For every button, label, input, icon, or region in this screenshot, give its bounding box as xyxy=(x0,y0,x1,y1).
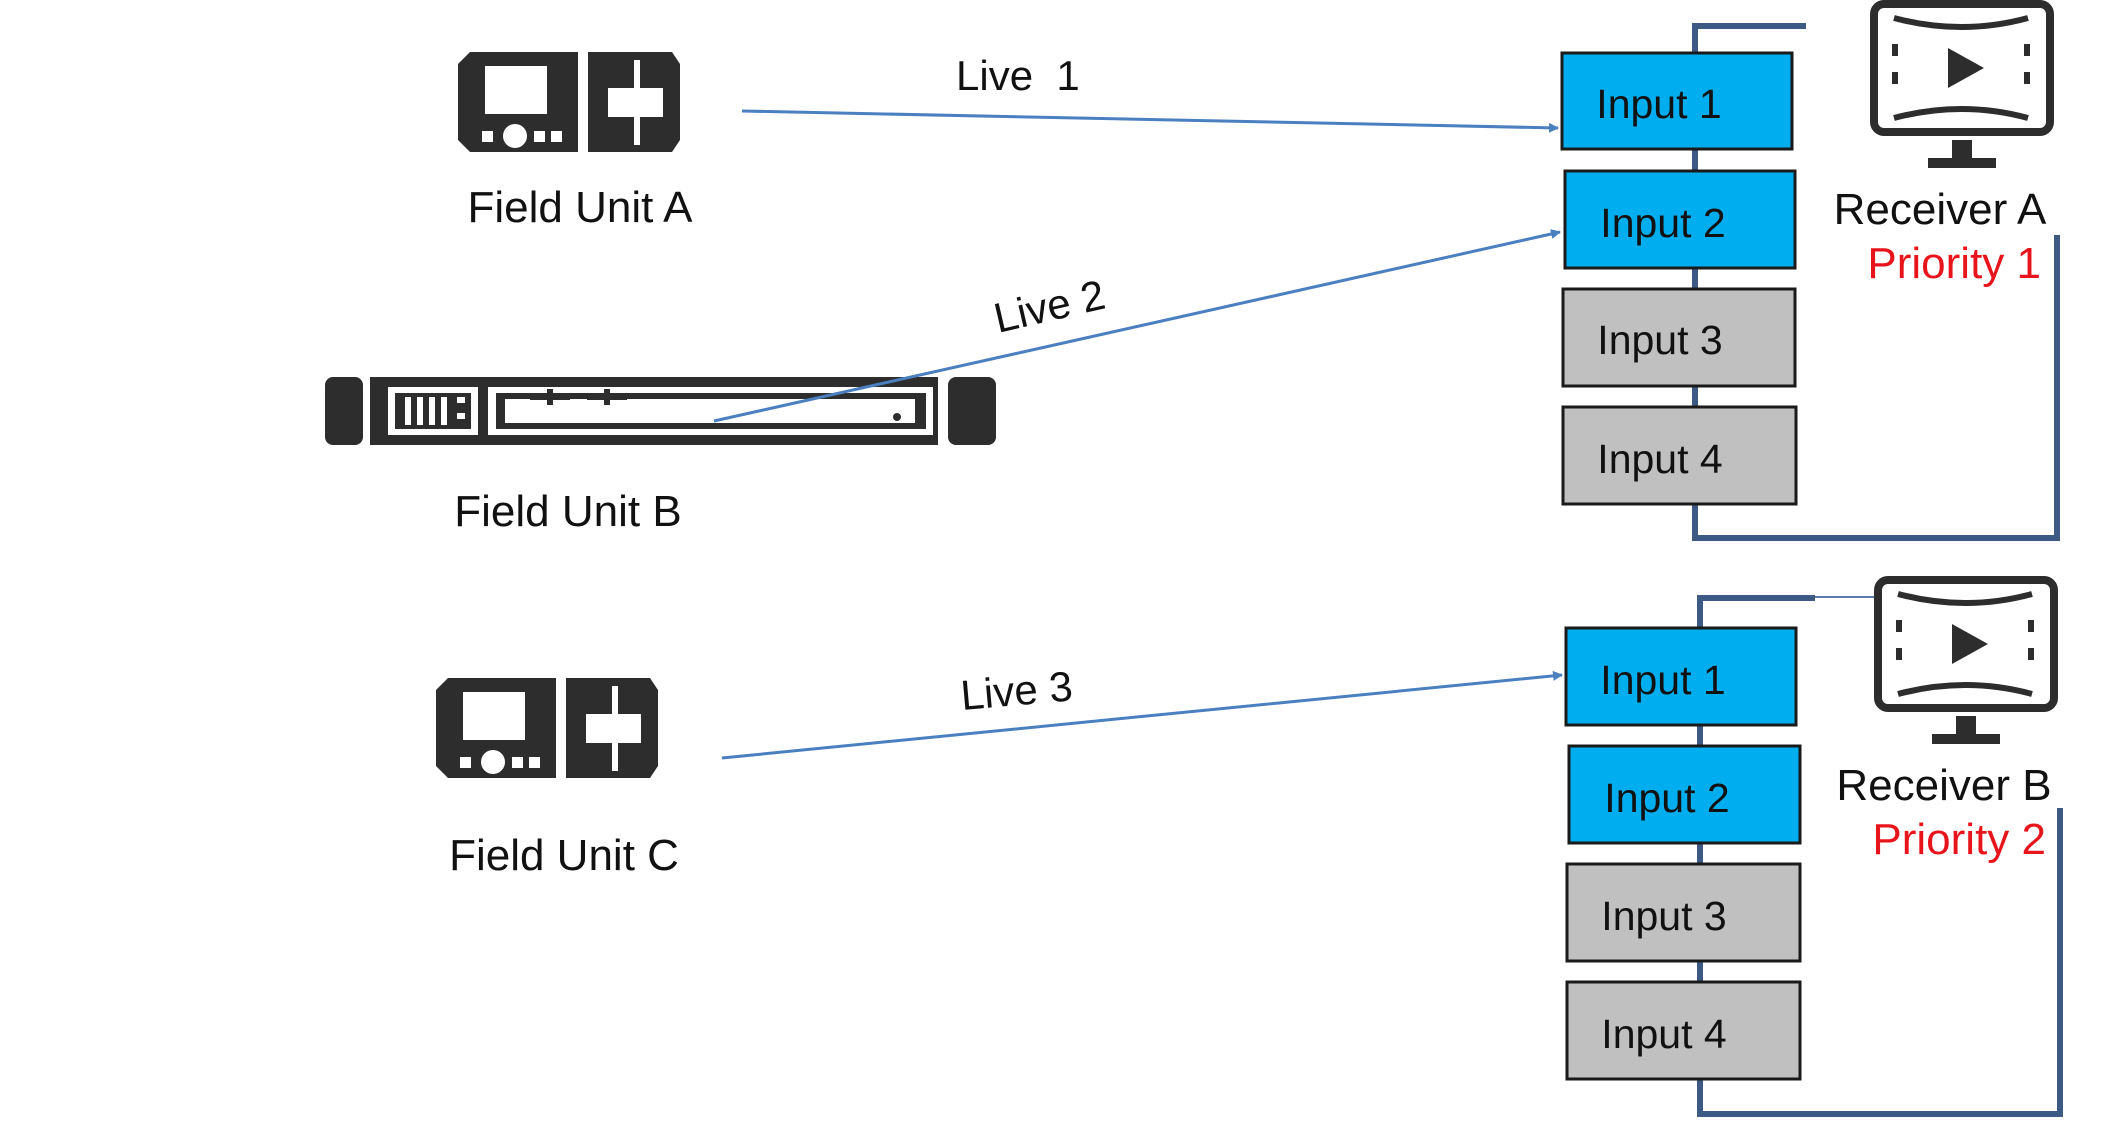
receiver-b-input-3: Input 3 xyxy=(1565,862,1802,963)
input-label: Input 3 xyxy=(1597,317,1722,363)
monitor-play-icon xyxy=(1870,0,2054,168)
field-unit-a: Field Unit A xyxy=(458,52,693,232)
live-1-label: Live 1 xyxy=(956,52,1080,99)
link-live-1: Live 1 xyxy=(741,52,1559,133)
field-unit-a-label: Field Unit A xyxy=(468,183,694,232)
link-live-3: Live 3 xyxy=(721,662,1563,760)
live-2-arrow xyxy=(713,229,1561,423)
encoder-unit-icon xyxy=(458,52,680,152)
live-1-arrow xyxy=(741,109,1559,133)
receiver-b-input-1: Input 1 xyxy=(1564,626,1798,727)
live-3-label: Live 3 xyxy=(959,662,1075,719)
input-label: Input 4 xyxy=(1601,1011,1726,1057)
field-unit-c: Field Unit C xyxy=(436,678,679,880)
receiver-a-label: Receiver A xyxy=(1834,185,2047,234)
receiver-b-inputs: Input 1 Input 2 Input 3 Input 4 xyxy=(1564,626,1802,1081)
receiver-a-input-3: Input 3 xyxy=(1561,287,1797,388)
receiver-b: Receiver B Priority 2 xyxy=(1836,576,2058,864)
field-unit-c-label: Field Unit C xyxy=(449,831,679,880)
input-label: Input 3 xyxy=(1601,893,1726,939)
receiver-a-inputs: Input 1 Input 2 Input 3 Input 4 xyxy=(1560,51,1798,506)
live-2-label: Live 2 xyxy=(989,271,1109,342)
encoder-unit-icon xyxy=(436,678,658,778)
rack-unit-icon xyxy=(325,377,996,445)
live-3-arrow xyxy=(721,670,1563,760)
input-label: Input 4 xyxy=(1597,436,1722,482)
receiver-a-priority: Priority 1 xyxy=(1867,239,2041,288)
field-unit-b: Field Unit B xyxy=(325,377,996,536)
field-unit-b-label: Field Unit B xyxy=(454,487,681,536)
monitor-play-icon xyxy=(1874,576,2058,744)
input-label: Input 2 xyxy=(1604,775,1729,821)
receiver-a-bus xyxy=(1692,23,2060,541)
receiver-b-input-4: Input 4 xyxy=(1565,980,1802,1081)
receiver-a-input-2: Input 2 xyxy=(1563,169,1797,270)
input-label: Input 1 xyxy=(1596,81,1721,127)
input-label: Input 1 xyxy=(1600,657,1725,703)
receiver-b-input-2: Input 2 xyxy=(1567,744,1802,845)
input-label: Input 2 xyxy=(1600,200,1725,246)
receiver-b-label: Receiver B xyxy=(1836,761,2051,810)
receiver-a-input-1: Input 1 xyxy=(1560,51,1794,151)
receiver-b-priority: Priority 2 xyxy=(1872,815,2046,864)
receiver-a: Receiver A Priority 1 xyxy=(1834,0,2054,288)
receiver-a-input-4: Input 4 xyxy=(1561,405,1798,506)
link-live-2: Live 2 xyxy=(713,229,1561,423)
